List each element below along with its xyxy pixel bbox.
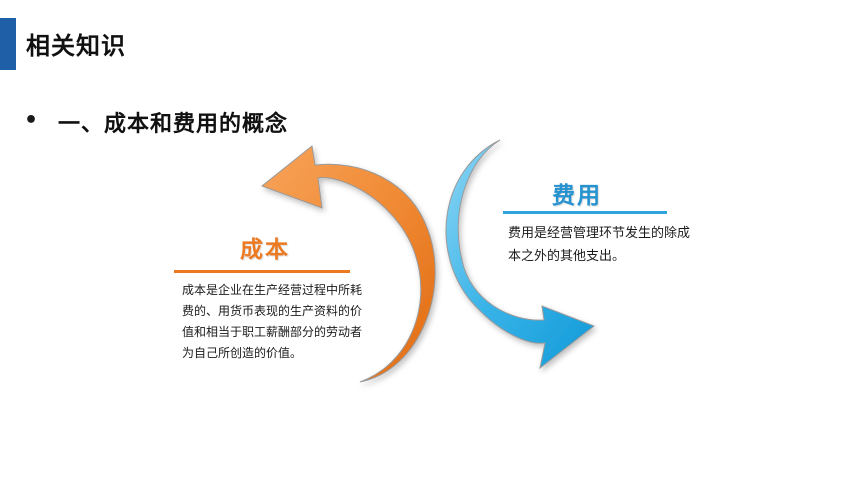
bullet-marker: • bbox=[24, 108, 39, 133]
cost-title: 成本 bbox=[240, 237, 290, 263]
cost-underline bbox=[174, 270, 350, 273]
title-accent-bar bbox=[0, 18, 16, 70]
section-heading: 一、成本和费用的概念 bbox=[58, 112, 289, 137]
expense-arrow bbox=[445, 139, 596, 370]
cost-description: 成本是企业在生产经营过程中所耗费的、用货币表现的生产资料的价值和相当于职工薪酬部… bbox=[182, 283, 363, 360]
page-title: 相关知识 bbox=[26, 32, 126, 60]
cost-arrow bbox=[260, 145, 436, 383]
expense-title: 费用 bbox=[552, 183, 602, 209]
expense-underline bbox=[503, 211, 667, 214]
expense-description: 费用是经营管理环节发生的除成本之外的其他支出。 bbox=[508, 226, 691, 264]
